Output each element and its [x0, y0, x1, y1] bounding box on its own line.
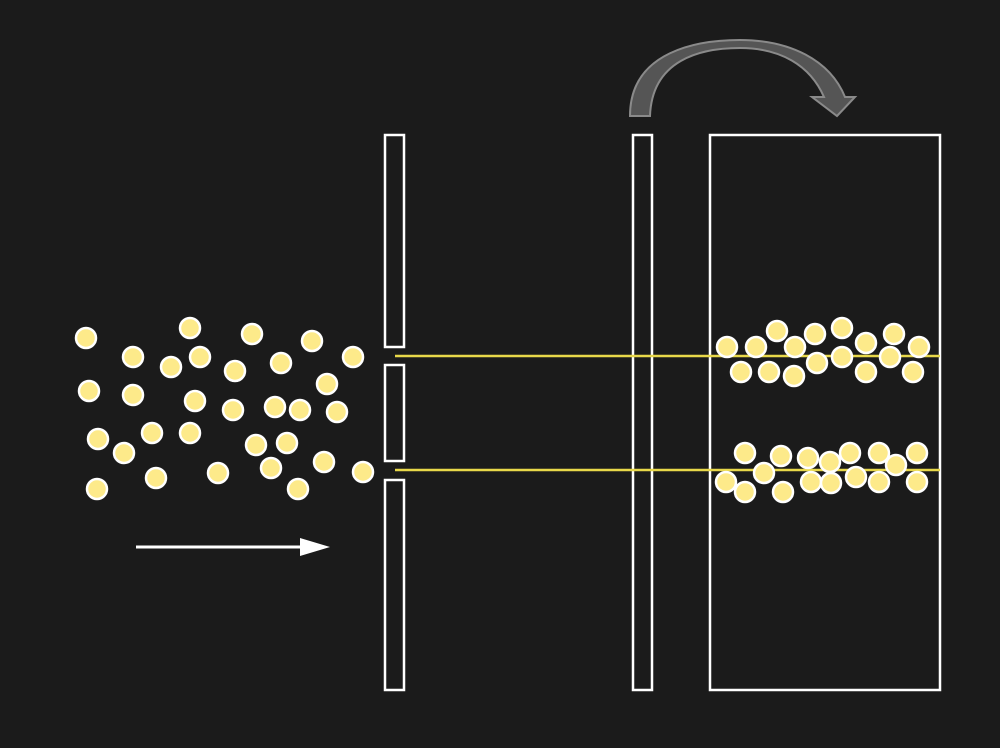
source-particle [275, 431, 299, 455]
curved-arrow-icon [628, 38, 858, 118]
source-particle [300, 329, 324, 353]
detected-particle-upper [907, 335, 931, 359]
source-particle [269, 351, 293, 375]
particles [74, 316, 931, 504]
detected-particle-lower [819, 471, 843, 495]
source-particle [140, 421, 164, 445]
detected-particle-upper [744, 335, 768, 359]
source-particle [223, 359, 247, 383]
detected-particle-upper [765, 319, 789, 343]
detected-particle-lower [799, 470, 823, 494]
detected-particle-upper [757, 360, 781, 384]
source-particle [351, 460, 375, 484]
source-particle [288, 398, 312, 422]
source-particle [112, 441, 136, 465]
detected-particle-lower [771, 480, 795, 504]
detected-particle-lower [838, 441, 862, 465]
detected-particle-upper [830, 316, 854, 340]
detected-particle-upper [715, 335, 739, 359]
detected-particle-upper [805, 351, 829, 375]
detected-particle-lower [796, 446, 820, 470]
source-particle [121, 383, 145, 407]
detected-particle-lower [905, 441, 929, 465]
detected-particle-upper [729, 360, 753, 384]
source-particle [315, 372, 339, 396]
source-particle [188, 345, 212, 369]
source-particle [263, 395, 287, 419]
source-particle [221, 398, 245, 422]
detected-particle-upper [830, 345, 854, 369]
source-particle [183, 389, 207, 413]
detected-particle-lower [714, 470, 738, 494]
direction-arrow [136, 538, 330, 556]
detected-particle-upper [783, 335, 807, 359]
detected-particle-upper [878, 345, 902, 369]
barrier-top-segment [383, 133, 406, 349]
source-particle [86, 427, 110, 451]
detected-particle-lower [867, 470, 891, 494]
barrier-with-two-slits [383, 133, 406, 692]
source-particle [85, 477, 109, 501]
source-particle [74, 326, 98, 350]
barrier-middle-segment [383, 363, 406, 463]
source-particle [144, 466, 168, 490]
detected-particle-lower [844, 465, 868, 489]
detected-particle-upper [854, 360, 878, 384]
detected-particle-upper [901, 360, 925, 384]
detected-particle-lower [733, 441, 757, 465]
source-particle [244, 433, 268, 457]
detected-particle-upper [854, 331, 878, 355]
source-particle [240, 322, 264, 346]
source-particle [206, 461, 230, 485]
detected-particle-lower [867, 441, 891, 465]
source-particle [325, 400, 349, 424]
source-particle [77, 379, 101, 403]
source-particle [286, 477, 310, 501]
detected-particle-lower [818, 450, 842, 474]
detected-particle-lower [769, 444, 793, 468]
detected-particle-lower [733, 480, 757, 504]
source-particle [159, 355, 183, 379]
screen-plate [631, 133, 654, 692]
source-particle [312, 450, 336, 474]
source-particle [178, 316, 202, 340]
detected-particle-upper [882, 322, 906, 346]
detected-particle-lower [884, 453, 908, 477]
detected-particle-upper [803, 322, 827, 346]
source-particle [178, 421, 202, 445]
detected-particle-lower [905, 470, 929, 494]
detected-particle-upper [782, 364, 806, 388]
source-particle [259, 456, 283, 480]
detected-particle-lower [752, 461, 776, 485]
source-particle [341, 345, 365, 369]
barrier-bottom-segment [383, 478, 406, 692]
source-particle [121, 345, 145, 369]
detector-box [708, 133, 942, 692]
